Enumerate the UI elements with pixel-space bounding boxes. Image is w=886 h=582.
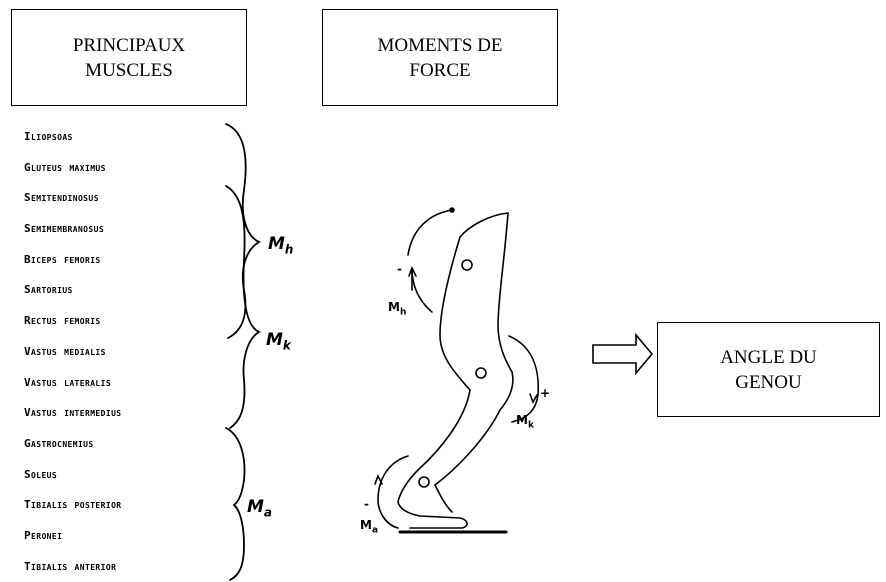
ankle-moment-arrowhead [374,474,383,485]
hip-moment-label: Mh [268,234,293,256]
muscle-item: Iliopsoas [24,130,73,143]
muscle-item: Vastus lateralis [24,375,112,389]
muscle-item: Semimembranosus [24,222,105,236]
knee-sign: + [540,386,551,400]
figure-ankle-main: M [360,518,372,532]
moments-box-line-1: MOMENTS DE [377,34,503,56]
figure-knee-label: Mk [516,413,534,430]
figure-hip-main: M [388,300,400,314]
ankle-moment-arc [377,455,409,529]
muscle-item: Sartorius [24,283,73,297]
muscle-item: Vastus intermedius [24,406,122,420]
principaux-muscles-box: PRINCIPAUX MUSCLES [11,9,247,106]
ankle-moment-label: Ma [247,497,272,519]
figure-hip-label: Mh [388,300,406,317]
right-hollow-arrow-icon [592,332,654,376]
angle-du-genou-box: ANGLE DU GENOU [657,322,880,417]
hip-moment-arrowhead [408,266,417,277]
muscle-item: Peronei [24,528,63,542]
figure-knee-sub: k [527,420,534,431]
ankle-moment-sub: a [263,505,273,520]
hip-moment-sub: h [284,242,294,257]
knee-joint [475,367,487,379]
figure-hip-sub: h [399,307,407,318]
muscle-item: Gastrocnemius [24,436,94,450]
ankle-brace [225,427,246,581]
knee-moment-sub: k [282,338,291,353]
muscle-item: Soleus [24,467,58,481]
figure-ankle-label: Ma [360,518,378,535]
muscle-item: Tibialis posterior [24,498,122,512]
muscles-box-line-1: PRINCIPAUX [72,34,186,56]
moments-de-force-box: MOMENTS DE FORCE [322,9,558,106]
muscle-item: Vastus medialis [24,344,106,358]
ankle-moment-main: M [247,497,264,517]
ankle-sign: - [364,497,369,511]
angle-box-line-2: GENOU [735,371,802,393]
knee-moment-arc [508,335,540,423]
knee-brace [225,185,261,429]
hip-moment-arc [407,209,453,313]
muscle-item: Tibialis anterior [24,559,117,573]
muscle-item: Semitendinosus [24,191,99,205]
muscle-item: Biceps femoris [24,252,101,266]
hip-moment-main: M [268,234,285,254]
knee-moment-main: M [266,330,283,350]
muscle-item: Gluteus maximus [24,160,106,174]
hip-joint [461,259,473,271]
figure-ankle-sub: a [371,525,379,536]
knee-moment-arrowhead [529,393,538,404]
muscle-item: Rectus femoris [24,314,101,328]
hip-brace [225,123,261,339]
muscles-box-line-2: MUSCLES [85,59,173,81]
knee-moment-label: Mk [266,330,291,352]
hip-sign: - [397,262,402,276]
angle-box-line-1: ANGLE DU [720,346,817,368]
moments-box-line-2: FORCE [409,59,471,81]
ankle-joint [418,476,430,488]
figure-knee-main: M [516,413,528,427]
muscle-list: Iliopsoas Gluteus maximus Semitendinosus… [24,122,224,582]
leg-figure [397,212,514,534]
